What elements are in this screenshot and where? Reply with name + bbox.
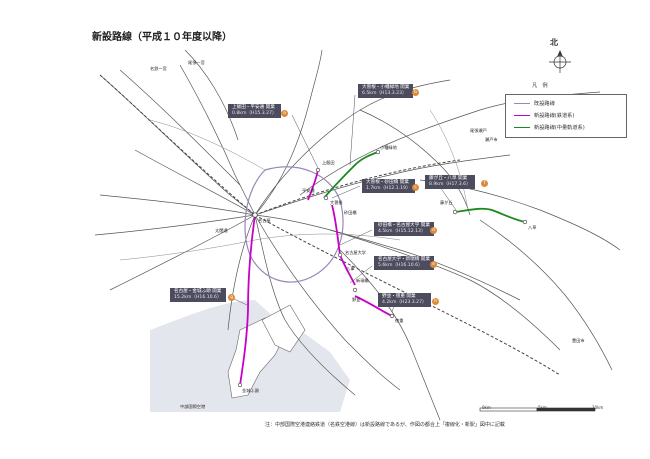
harbor-land-2 [261, 304, 306, 353]
station-label: 平安通 [302, 188, 315, 193]
station-label: 名古屋 [258, 218, 271, 223]
callout-g: 名古屋・金城ふ頭 開業 15.2km（H16.10.6） [170, 288, 226, 302]
station-label: 豊田市 [572, 338, 585, 343]
callout-h: 野並・徳重 開業 4.2km（H23.3.27） [378, 293, 431, 307]
station-label: 金城ふ頭 [242, 388, 259, 393]
callout-a: 上飯田・平安通 開業 0.8km（H15.3.27） [228, 104, 281, 118]
badge-a: a [281, 110, 288, 117]
scale-label-10: 10km [592, 405, 604, 410]
scale-label-0: 0km [482, 405, 491, 410]
station-label: 名鉄一宮 [150, 66, 167, 71]
route-g [239, 214, 256, 386]
legend-swatch-new-guideway [514, 127, 530, 128]
legend-item-existing: 既設路線 [514, 100, 555, 107]
page-title: 新設路線（平成１０年度以降） [92, 32, 232, 43]
legend: 既設路線 新設路線(鉄道系) 新設路線(中量軌道系) [505, 94, 627, 138]
legend-swatch-existing [514, 103, 530, 104]
legend-swatch-new-rail [514, 115, 530, 116]
station-label: 名古屋大学 [345, 250, 366, 255]
legend-heading: 凡 例 [532, 83, 548, 89]
station-label: 中部国際空港 [180, 404, 206, 409]
new-guideway-lines [323, 151, 526, 223]
legend-item-new-rail: 新設路線(鉄道系) [514, 112, 574, 119]
route-d [331, 204, 341, 256]
north-label: 北 [550, 38, 558, 47]
station-label: 野並 [352, 297, 361, 302]
roads [119, 109, 469, 261]
badge-e: e [430, 261, 437, 268]
badge-c: c [412, 184, 419, 191]
station-label: 尾張一宮 [188, 60, 205, 65]
callout-b: 大曽根・小幡緑地 開業 6.5km（H13.3.23） [358, 84, 414, 98]
route-h [354, 295, 393, 317]
station-dots [237, 149, 528, 388]
badge-g: g [228, 294, 235, 301]
station-label: 砂田橋 [344, 210, 357, 215]
route-e [339, 254, 356, 286]
legend-item-new-guideway: 新設路線(中量軌道系) [514, 124, 585, 131]
station-label: 太閤通 [215, 228, 228, 233]
callout-e: 名古屋大学・新瑞橋 開業 5.6km（H16.10.6） [374, 256, 434, 270]
badge-d: d [430, 227, 437, 234]
station-label: 瀬戸市 [485, 137, 498, 142]
station-label: 新瑞橋 [356, 278, 369, 283]
station-label: 藤が丘 [440, 200, 453, 205]
station-label: 徳重 [395, 318, 404, 323]
badge-h: h [432, 298, 439, 305]
route-f [454, 207, 526, 223]
scale-label-5: 5km [538, 405, 547, 410]
callout-d: 砂田橋・名古屋大学 開業 4.5km（H15.12.13） [374, 222, 434, 236]
station-label: 尾張瀬戸 [470, 128, 487, 133]
route-a [307, 169, 319, 201]
badge-f: f [481, 180, 488, 187]
station-label: 八事 [346, 266, 355, 271]
route-b [323, 151, 379, 199]
badge-b: b [412, 89, 419, 96]
callout-leaders [231, 94, 457, 313]
north-arrow-icon [549, 50, 571, 73]
scale-bar [479, 407, 596, 412]
footnote: 注：中部国際空港連絡鉄道（名鉄空港線）は新設路線であるが、作図の都合上「複線化・… [265, 422, 505, 428]
station-label: 八草 [528, 225, 537, 230]
station-label: 小幡緑地 [380, 145, 397, 150]
callout-f: 藤が丘・八草 開業 8.9km（H17.3.6） [425, 175, 475, 189]
station-label: 上飯田 [322, 160, 335, 165]
new-rail-lines [239, 169, 393, 386]
meijo-loop-line [244, 166, 344, 283]
callout-c: 大曽根・砂田橋 開業 1.7km（H12.1.19） [362, 179, 415, 193]
station-label: 大曽根 [330, 200, 343, 205]
